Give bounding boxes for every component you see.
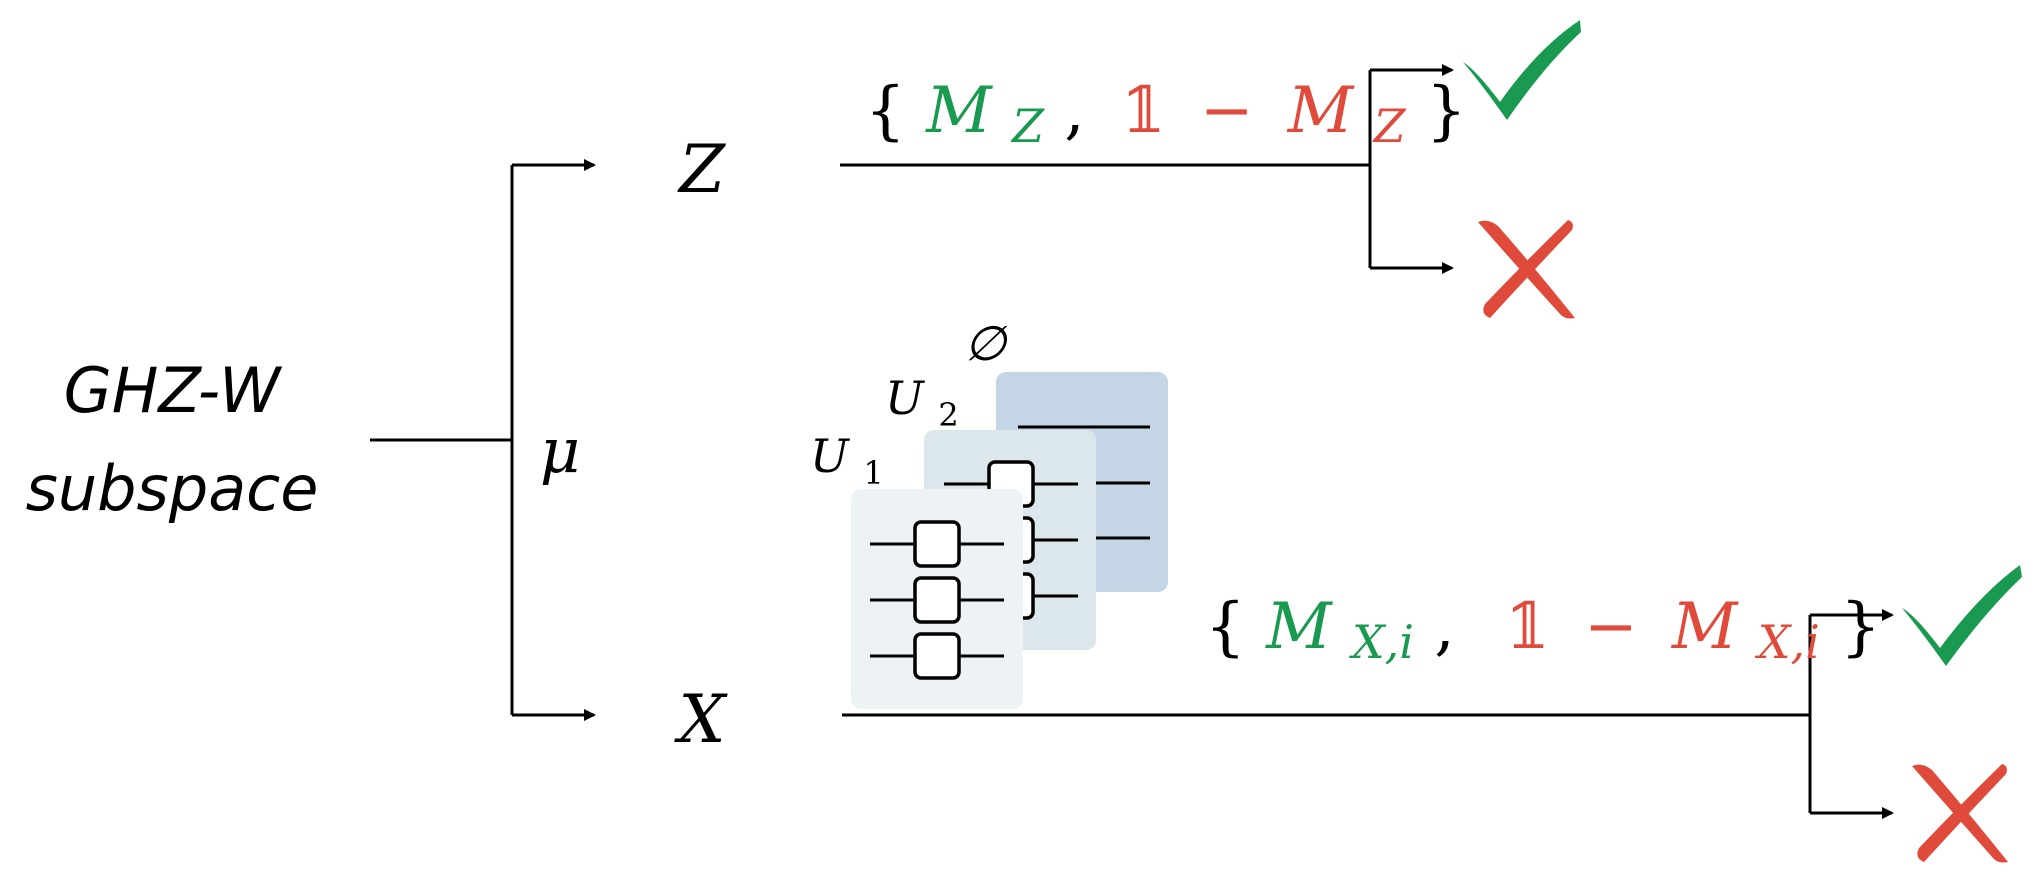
card-u2-letter: U [885, 371, 926, 425]
x-separator: , [1434, 590, 1454, 664]
z-identity: 𝟙 [1121, 74, 1166, 148]
z-separator: , [1064, 74, 1084, 148]
card-u1-subscript: 1 [863, 454, 883, 492]
x-minus: − [1584, 590, 1638, 664]
check-icon [1463, 20, 1581, 120]
mu-label: μ [540, 414, 580, 487]
z-success-subscript: Z [1010, 99, 1045, 153]
x-close-brace: } [1840, 590, 1881, 664]
z-close-brace: } [1426, 74, 1467, 148]
card-u1-letter: U [810, 429, 851, 483]
x-failure-operator: M [1671, 590, 1739, 664]
cross-icon [1912, 764, 2008, 863]
x-identity: 𝟙 [1505, 590, 1550, 664]
z-success-operator: M [925, 74, 993, 148]
x-success-operator: M [1265, 590, 1333, 664]
z-failure-operator: M [1287, 74, 1355, 148]
x-basis-label: X [674, 681, 729, 758]
z-failure-subscript: Z [1372, 99, 1407, 153]
card-u2-subscript: 2 [938, 396, 958, 434]
z-minus: − [1200, 74, 1254, 148]
circuit-card-u1 [851, 489, 1023, 709]
source-label-line1: GHZ-W [64, 354, 283, 427]
x-open-brace: { [1205, 590, 1246, 664]
source-label-line2: subspace [26, 452, 319, 525]
cross-icon [1478, 220, 1575, 319]
card-u2-label: U 2 [885, 371, 959, 434]
card-empty-label: ∅ [964, 316, 1008, 372]
x-failure-subscript: X,i [1755, 615, 1820, 669]
x-measurement-set: { M X,i , 𝟙 − M X,i } [1205, 590, 1881, 674]
z-open-brace: { [865, 74, 906, 148]
z-basis-label: Z [677, 131, 726, 208]
card-u1-label: U 1 [810, 429, 884, 492]
x-success-subscript: X,i [1349, 615, 1414, 669]
z-measurement-set: { M Z , 𝟙 − M Z } [865, 74, 1467, 158]
check-icon [1902, 565, 2022, 666]
